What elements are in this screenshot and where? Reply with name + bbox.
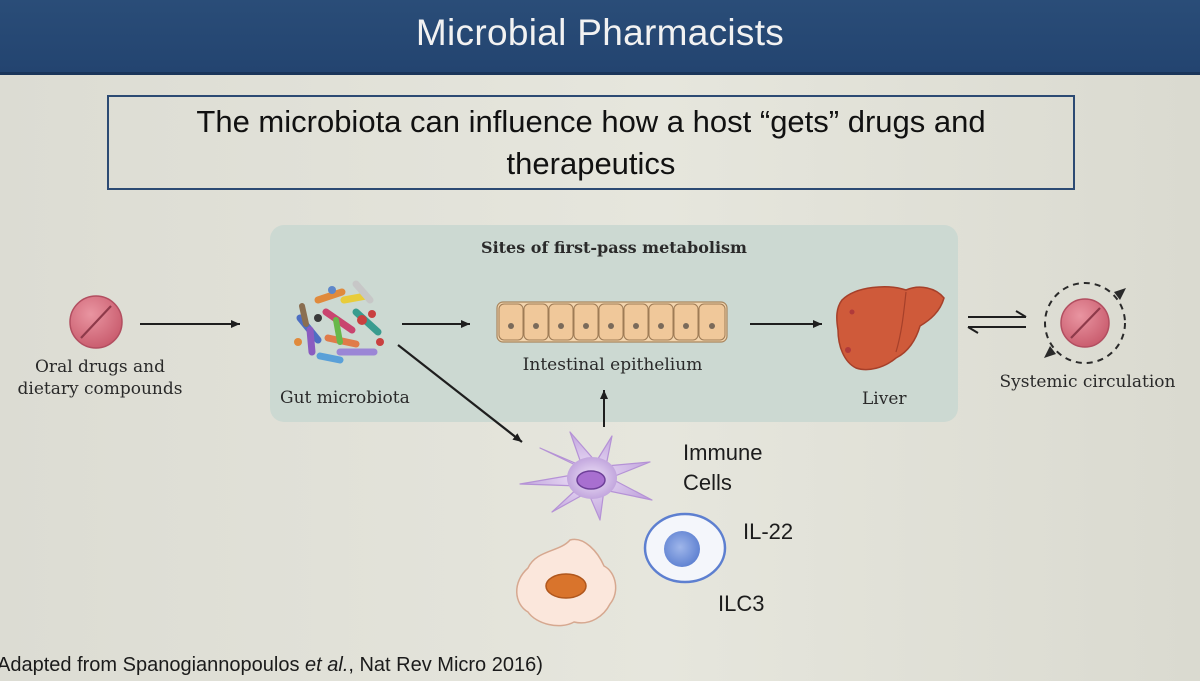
claim-box: The microbiota can influence how a host … — [107, 95, 1075, 190]
liver-label: Liver — [862, 389, 907, 409]
title-bar: Microbial Pharmacists — [0, 0, 1200, 75]
arrow-microbiota-to-immune — [397, 344, 523, 443]
citation-prefix: Adapted from Spanogiannopoulos — [0, 654, 306, 676]
citation-suffix: , Nat Rev Micro 2016) — [348, 654, 543, 676]
epithelium-icon — [496, 301, 728, 343]
il22-label: IL-22 — [743, 519, 794, 544]
circulation-icon — [1044, 282, 1126, 364]
gut-microbiota-label: Gut microbiota — [280, 388, 410, 408]
macrophage-icon — [516, 538, 617, 627]
liver-icon — [836, 286, 945, 371]
oral-drugs-label: Oral drugs and dietary compounds — [5, 356, 195, 400]
dendritic-cell-icon — [519, 431, 653, 521]
systemic-circulation-label: Systemic circulation — [999, 372, 1176, 392]
slide-title: Microbial Pharmacists — [415, 12, 785, 53]
citation-etal: et al. — [305, 654, 349, 676]
claim-line-1: The microbiota can influence how a host … — [196, 104, 986, 139]
claim-text: The microbiota can influence how a host … — [109, 101, 1073, 185]
reversible-arrows — [967, 310, 1027, 334]
citation: Adapted from Spanogiannopoulos et al., N… — [0, 654, 543, 677]
microbiota-icon — [294, 280, 384, 364]
ilc3-label: ILC3 — [718, 591, 765, 616]
panel-title: Sites of first-pass metabolism — [481, 238, 747, 257]
oral-drugs-label-line-1: Oral drugs and — [35, 357, 165, 377]
immune-cells-label: Immune Cells — [683, 438, 762, 498]
immune-label-line-1: Immune — [683, 440, 763, 465]
intestinal-epithelium-label: Intestinal epithelium — [522, 355, 703, 375]
immune-label-line-2: Cells — [683, 470, 732, 495]
ilc3-cell-icon — [643, 512, 727, 584]
pill-icon — [69, 295, 123, 349]
oral-drugs-label-line-2: dietary compounds — [17, 379, 183, 399]
claim-line-2: therapeutics — [506, 146, 676, 181]
